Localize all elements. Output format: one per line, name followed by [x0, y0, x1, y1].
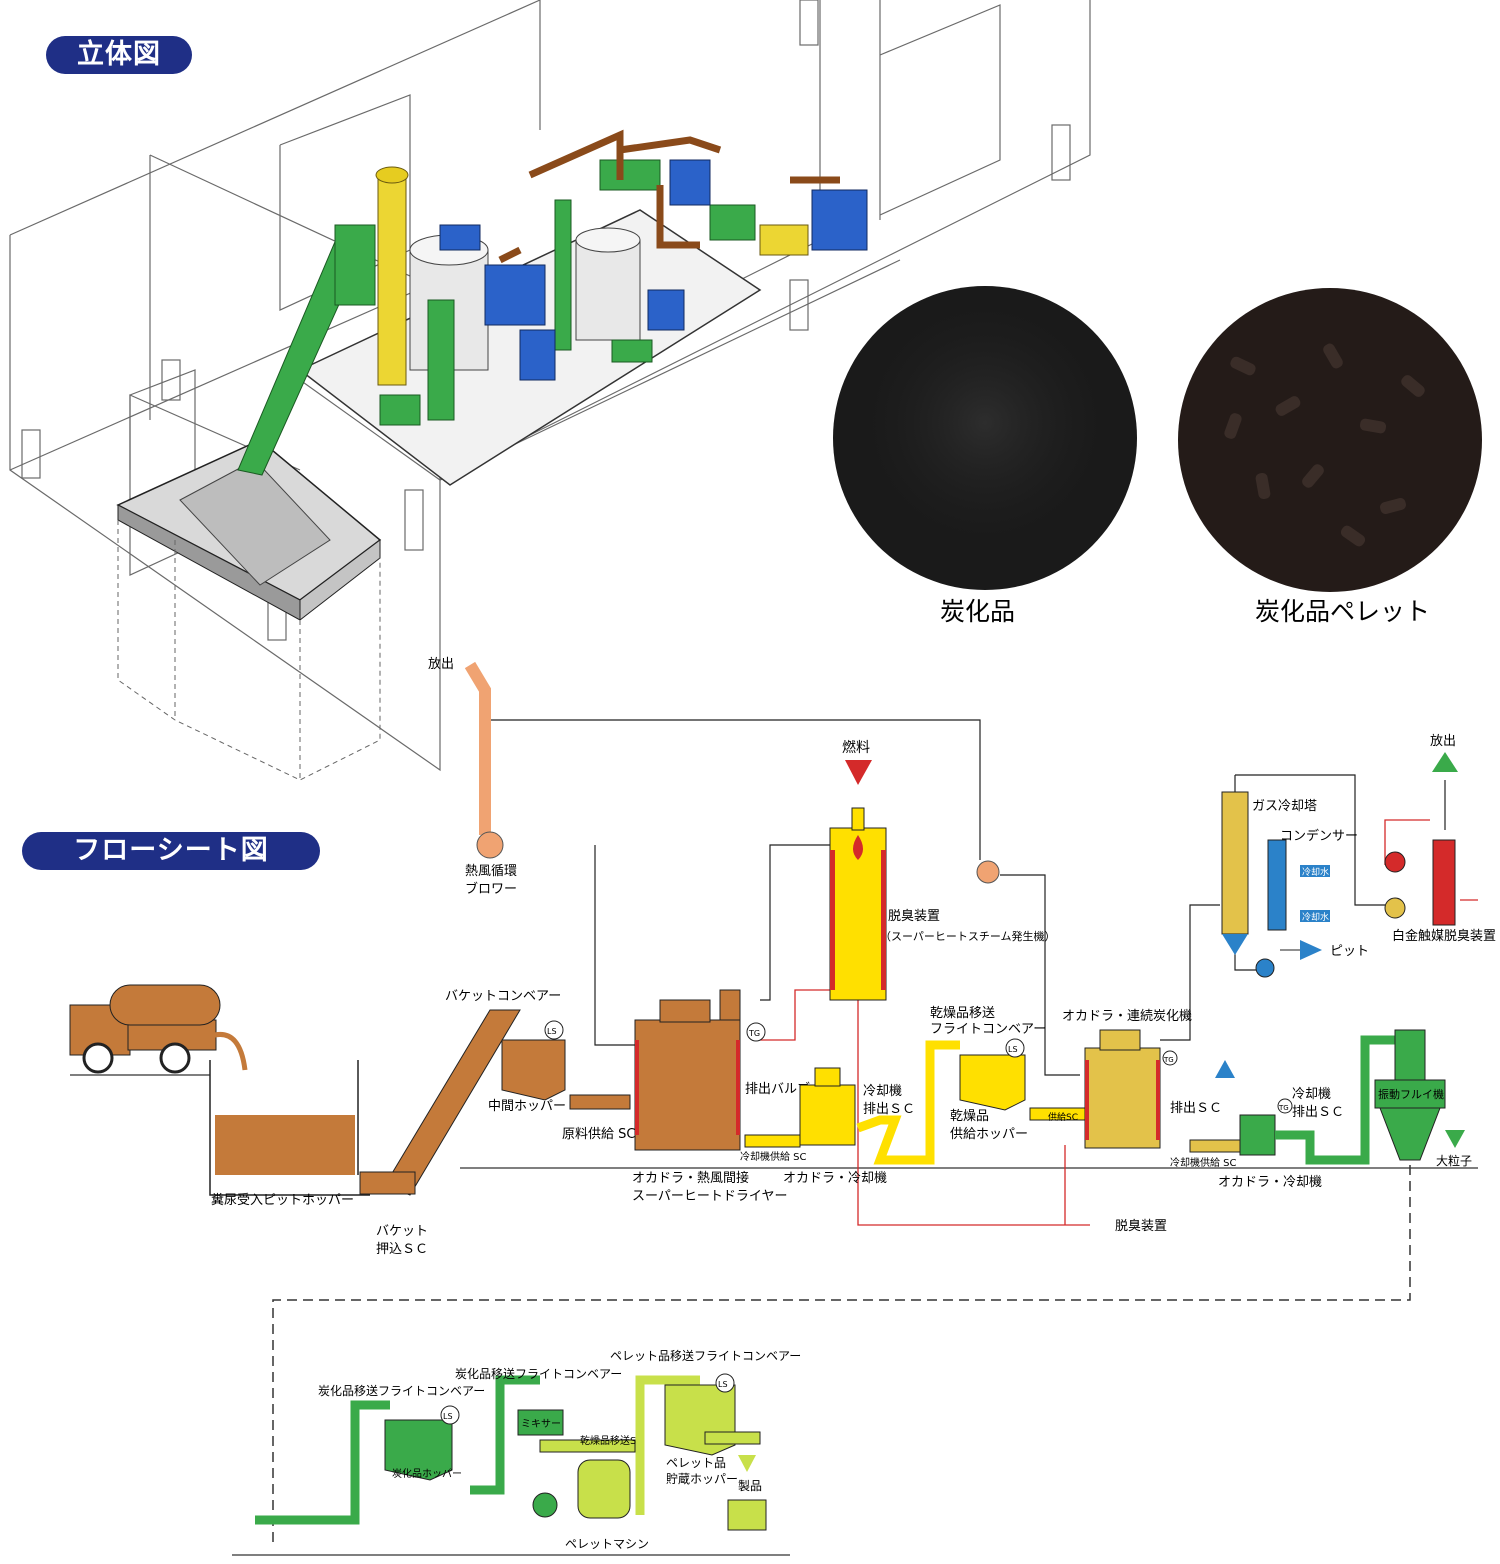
carbonizer-label: オカドラ・連続炭化機 [1062, 1009, 1192, 1024]
pellet-hopper-label: ペレット品 [666, 1456, 726, 1470]
middle-hopper [501, 1039, 566, 1101]
carbon-conveyor-label: 炭化品移送フライトコンベアー [318, 1383, 485, 1398]
blower-label: 熱風循環 [465, 864, 517, 879]
pit-hopper-label: 糞尿受入ピットホッパー [211, 1193, 354, 1208]
deodorizer-sub-label: （スーパーヒートスチーム発生機） [880, 929, 1056, 943]
cooler-1-label: オカドラ・冷却機 [783, 1171, 887, 1186]
ls-indicator-2: LS [1008, 1045, 1018, 1054]
sieve-label: 振動フルイ機 [1378, 1087, 1444, 1101]
carbon-hopper [384, 1419, 453, 1481]
release-right-label: 放出 [1430, 734, 1456, 749]
cooler-feed-sc-label-2: 冷却機供給 SC [1170, 1156, 1237, 1169]
deodorizer-column [829, 827, 887, 1001]
bucket-push-label: バケット [376, 1224, 428, 1239]
feed-sc-label: 供給SC [1048, 1111, 1078, 1123]
cooling-water-label-2: 冷却水 [1302, 911, 1329, 923]
night-soil-pit [215, 1115, 355, 1175]
vacuum-truck [69, 984, 248, 1074]
material-sc-label: 原料供給 SC [562, 1127, 635, 1142]
dryer-label: オカドラ・熱風間接 [632, 1170, 749, 1186]
bucket-push-label-2: 押込ＳＣ [376, 1242, 428, 1257]
pellet-machine-unit [577, 1459, 631, 1519]
tg-indicator: TG [748, 1029, 760, 1038]
cooler-discharge-label: 冷却機 [863, 1084, 902, 1099]
mixer [517, 1409, 564, 1436]
cooler-feed-sc-label: 冷却機供給 SC [740, 1150, 807, 1163]
dried-hopper-label: 乾燥品 [950, 1109, 989, 1124]
ls-indicator-4: LS [718, 1380, 728, 1389]
carbonized-pellet-caption: 炭化品ペレット [1255, 597, 1431, 626]
hot-air-blower [476, 831, 504, 859]
gas-tower-label: ガス冷却塔 [1252, 799, 1317, 814]
pt-catalyst-label: 白金触媒脱臭装置 [1392, 928, 1496, 944]
dried-transfer-label: 乾燥品移送 [930, 1006, 995, 1021]
cooler-2-discharge-label-2: 排出ＳＣ [1292, 1105, 1344, 1120]
gas-cooling-tower [1221, 791, 1249, 935]
carbonized-product-caption: 炭化品 [940, 597, 1016, 626]
blower-label-2: ブロワー [465, 881, 517, 897]
pit-label: ピット [1330, 944, 1369, 959]
tg-indicator-2: TG [1163, 1056, 1174, 1064]
pellet-machine-label: ペレットマシン [565, 1537, 649, 1551]
dried-hopper-label-2: 供給ホッパー [950, 1127, 1028, 1142]
product-bin [727, 1499, 767, 1531]
deodorizer-bottom-label: 脱臭装置 [1115, 1219, 1167, 1234]
product-label: 製品 [738, 1479, 762, 1493]
ls-indicator-3: LS [443, 1412, 453, 1421]
isometric-plant-drawing [9, 0, 1482, 781]
release-top-label: 放出 [428, 657, 454, 672]
cooler-2 [1239, 1114, 1276, 1156]
iso-section-title: 立体図 [46, 36, 192, 74]
bucket-conveyor-label: バケットコンベアー [445, 989, 561, 1004]
pt-catalyst-deodorizer [1432, 839, 1456, 926]
continuous-carbonizer [1084, 1047, 1161, 1149]
middle-hopper-label: 中間ホッパー [488, 1099, 566, 1114]
fuel-label: 燃料 [842, 739, 870, 756]
dried-hopper [959, 1054, 1026, 1111]
cooling-water-label: 冷却水 [1302, 866, 1329, 878]
flow-sheet-diagram: 放出 熱風循環 ブロワー 燃料 脱臭装置 （スーパーヒートスチーム発生機） ガス… [69, 657, 1496, 1556]
dried-transfer-sc-label: 乾燥品移送SC [580, 1434, 643, 1447]
mixer-label: ミキサー [521, 1418, 561, 1430]
condenser-label: コンデンサー [1280, 828, 1358, 844]
pellet-conveyor-label: ペレット品移送フライトコンベアー [610, 1348, 801, 1363]
carbon-conveyor-label-2: 炭化品移送フライトコンベアー [455, 1366, 622, 1381]
pellet-hopper-label-2: 貯蔵ホッパー [666, 1472, 738, 1486]
dried-transfer-label-2: フライトコンベアー [930, 1022, 1046, 1037]
discharge-valve-label: 排出バルブ [745, 1081, 810, 1097]
superheat-dryer [634, 1019, 741, 1151]
large-particle-label: 大粒子 [1436, 1153, 1472, 1168]
ls-indicator: LS [547, 1027, 557, 1036]
condenser [1267, 839, 1287, 931]
tg-indicator-3: TG [1278, 1104, 1289, 1112]
carbon-hopper-label: 炭化品ホッパー [392, 1467, 462, 1480]
carbonized-pellet-photo [1178, 288, 1482, 592]
cooler-2-label: オカドラ・冷却機 [1218, 1175, 1322, 1190]
cooler-discharge-label-2: 排出ＳＣ [863, 1102, 915, 1117]
deodorizer-label: 脱臭装置 [888, 909, 940, 924]
dryer-label-2: スーパーヒートドライヤー [632, 1189, 787, 1204]
cooler-1 [799, 1084, 856, 1146]
discharge-sc-label: 排出ＳＣ [1170, 1101, 1222, 1116]
cooler-2-discharge-label: 冷却機 [1292, 1087, 1331, 1102]
flow-section-title: フローシート図 [22, 832, 320, 870]
